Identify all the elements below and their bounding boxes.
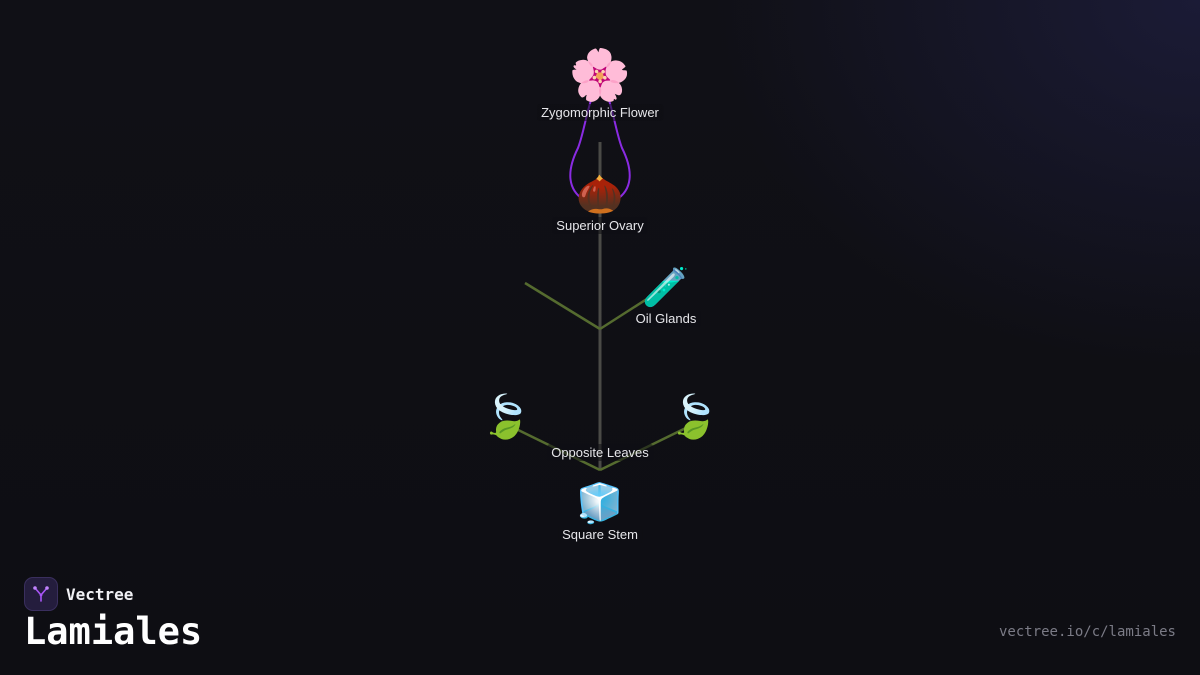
test-tube-icon: 🧪 xyxy=(642,265,690,309)
node-square-stem[interactable]: 🧊 Square Stem xyxy=(558,484,642,544)
node-superior-ovary[interactable]: 🌰 Superior Ovary xyxy=(552,172,648,235)
node-leaf-right[interactable]: 🍃 xyxy=(668,396,720,438)
node-label: Square Stem xyxy=(558,526,642,543)
branch-oil-glands xyxy=(599,286,665,331)
node-leaf-left[interactable]: 🍃 xyxy=(480,396,532,438)
page-url-link[interactable]: vectree.io/c/lamiales xyxy=(998,624,1176,640)
chestnut-icon: 🌰 xyxy=(576,172,624,216)
node-zygomorphic-flower[interactable]: 🌸 Zygomorphic Flower xyxy=(537,50,663,122)
node-label: Superior Ovary xyxy=(552,217,648,234)
node-label: Zygomorphic Flower xyxy=(537,104,663,121)
node-oil-glands[interactable]: 🧪 Oil Glands xyxy=(631,265,701,328)
ice-cube-icon: 🧊 xyxy=(576,481,624,525)
vectree-logo-icon xyxy=(24,577,58,611)
cherry-blossom-icon: 🌸 xyxy=(568,46,632,104)
node-label: Opposite Leaves xyxy=(547,444,653,461)
branch-left-upper xyxy=(524,281,601,331)
page-title: Lamiales xyxy=(24,610,203,653)
leaf-fluttering-icon: 🍃 xyxy=(479,392,533,441)
brand-name: Vectree xyxy=(66,584,134,604)
node-opposite-leaves[interactable]: Opposite Leaves xyxy=(547,440,653,462)
leaf-fluttering-icon: 🍃 xyxy=(667,392,721,441)
brand[interactable]: Vectree xyxy=(24,577,133,611)
node-label: Oil Glands xyxy=(631,310,701,327)
